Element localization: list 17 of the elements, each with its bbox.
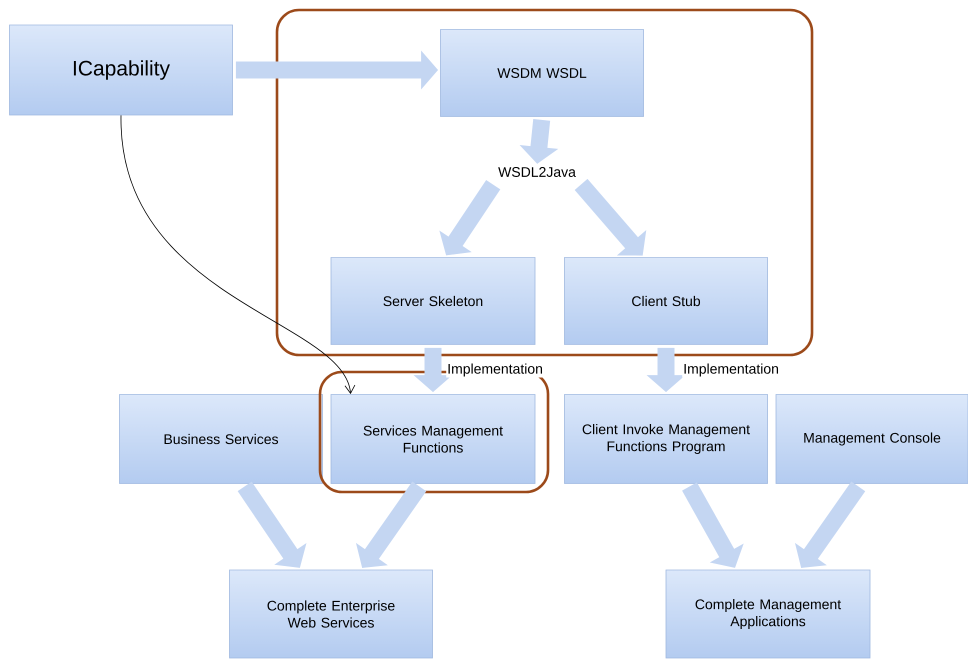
process-box: Services Management Functions	[330, 394, 536, 484]
edge-label: Implementation	[682, 362, 780, 378]
process-box: Server Skeleton	[330, 257, 536, 345]
block-arrow	[238, 482, 306, 568]
process-box: Complete Management Applications	[666, 570, 870, 658]
curved-arrow	[120, 115, 356, 394]
process-box: Business Services	[119, 394, 323, 484]
highlight-frame	[276, 8, 814, 356]
process-box: ICapability	[9, 24, 233, 116]
process-box: Management Console	[776, 394, 968, 484]
edge-label: Implementation	[446, 362, 544, 378]
step-label: WSDL2Java	[497, 166, 577, 178]
process-box: Client Stub	[564, 257, 768, 345]
process-box: Complete Enterprise Web Services	[229, 570, 433, 658]
process-box: WSDM WSDL	[440, 29, 644, 117]
process-box: Client Invoke Management Functions Program	[564, 394, 768, 484]
block-arrow	[574, 178, 646, 256]
